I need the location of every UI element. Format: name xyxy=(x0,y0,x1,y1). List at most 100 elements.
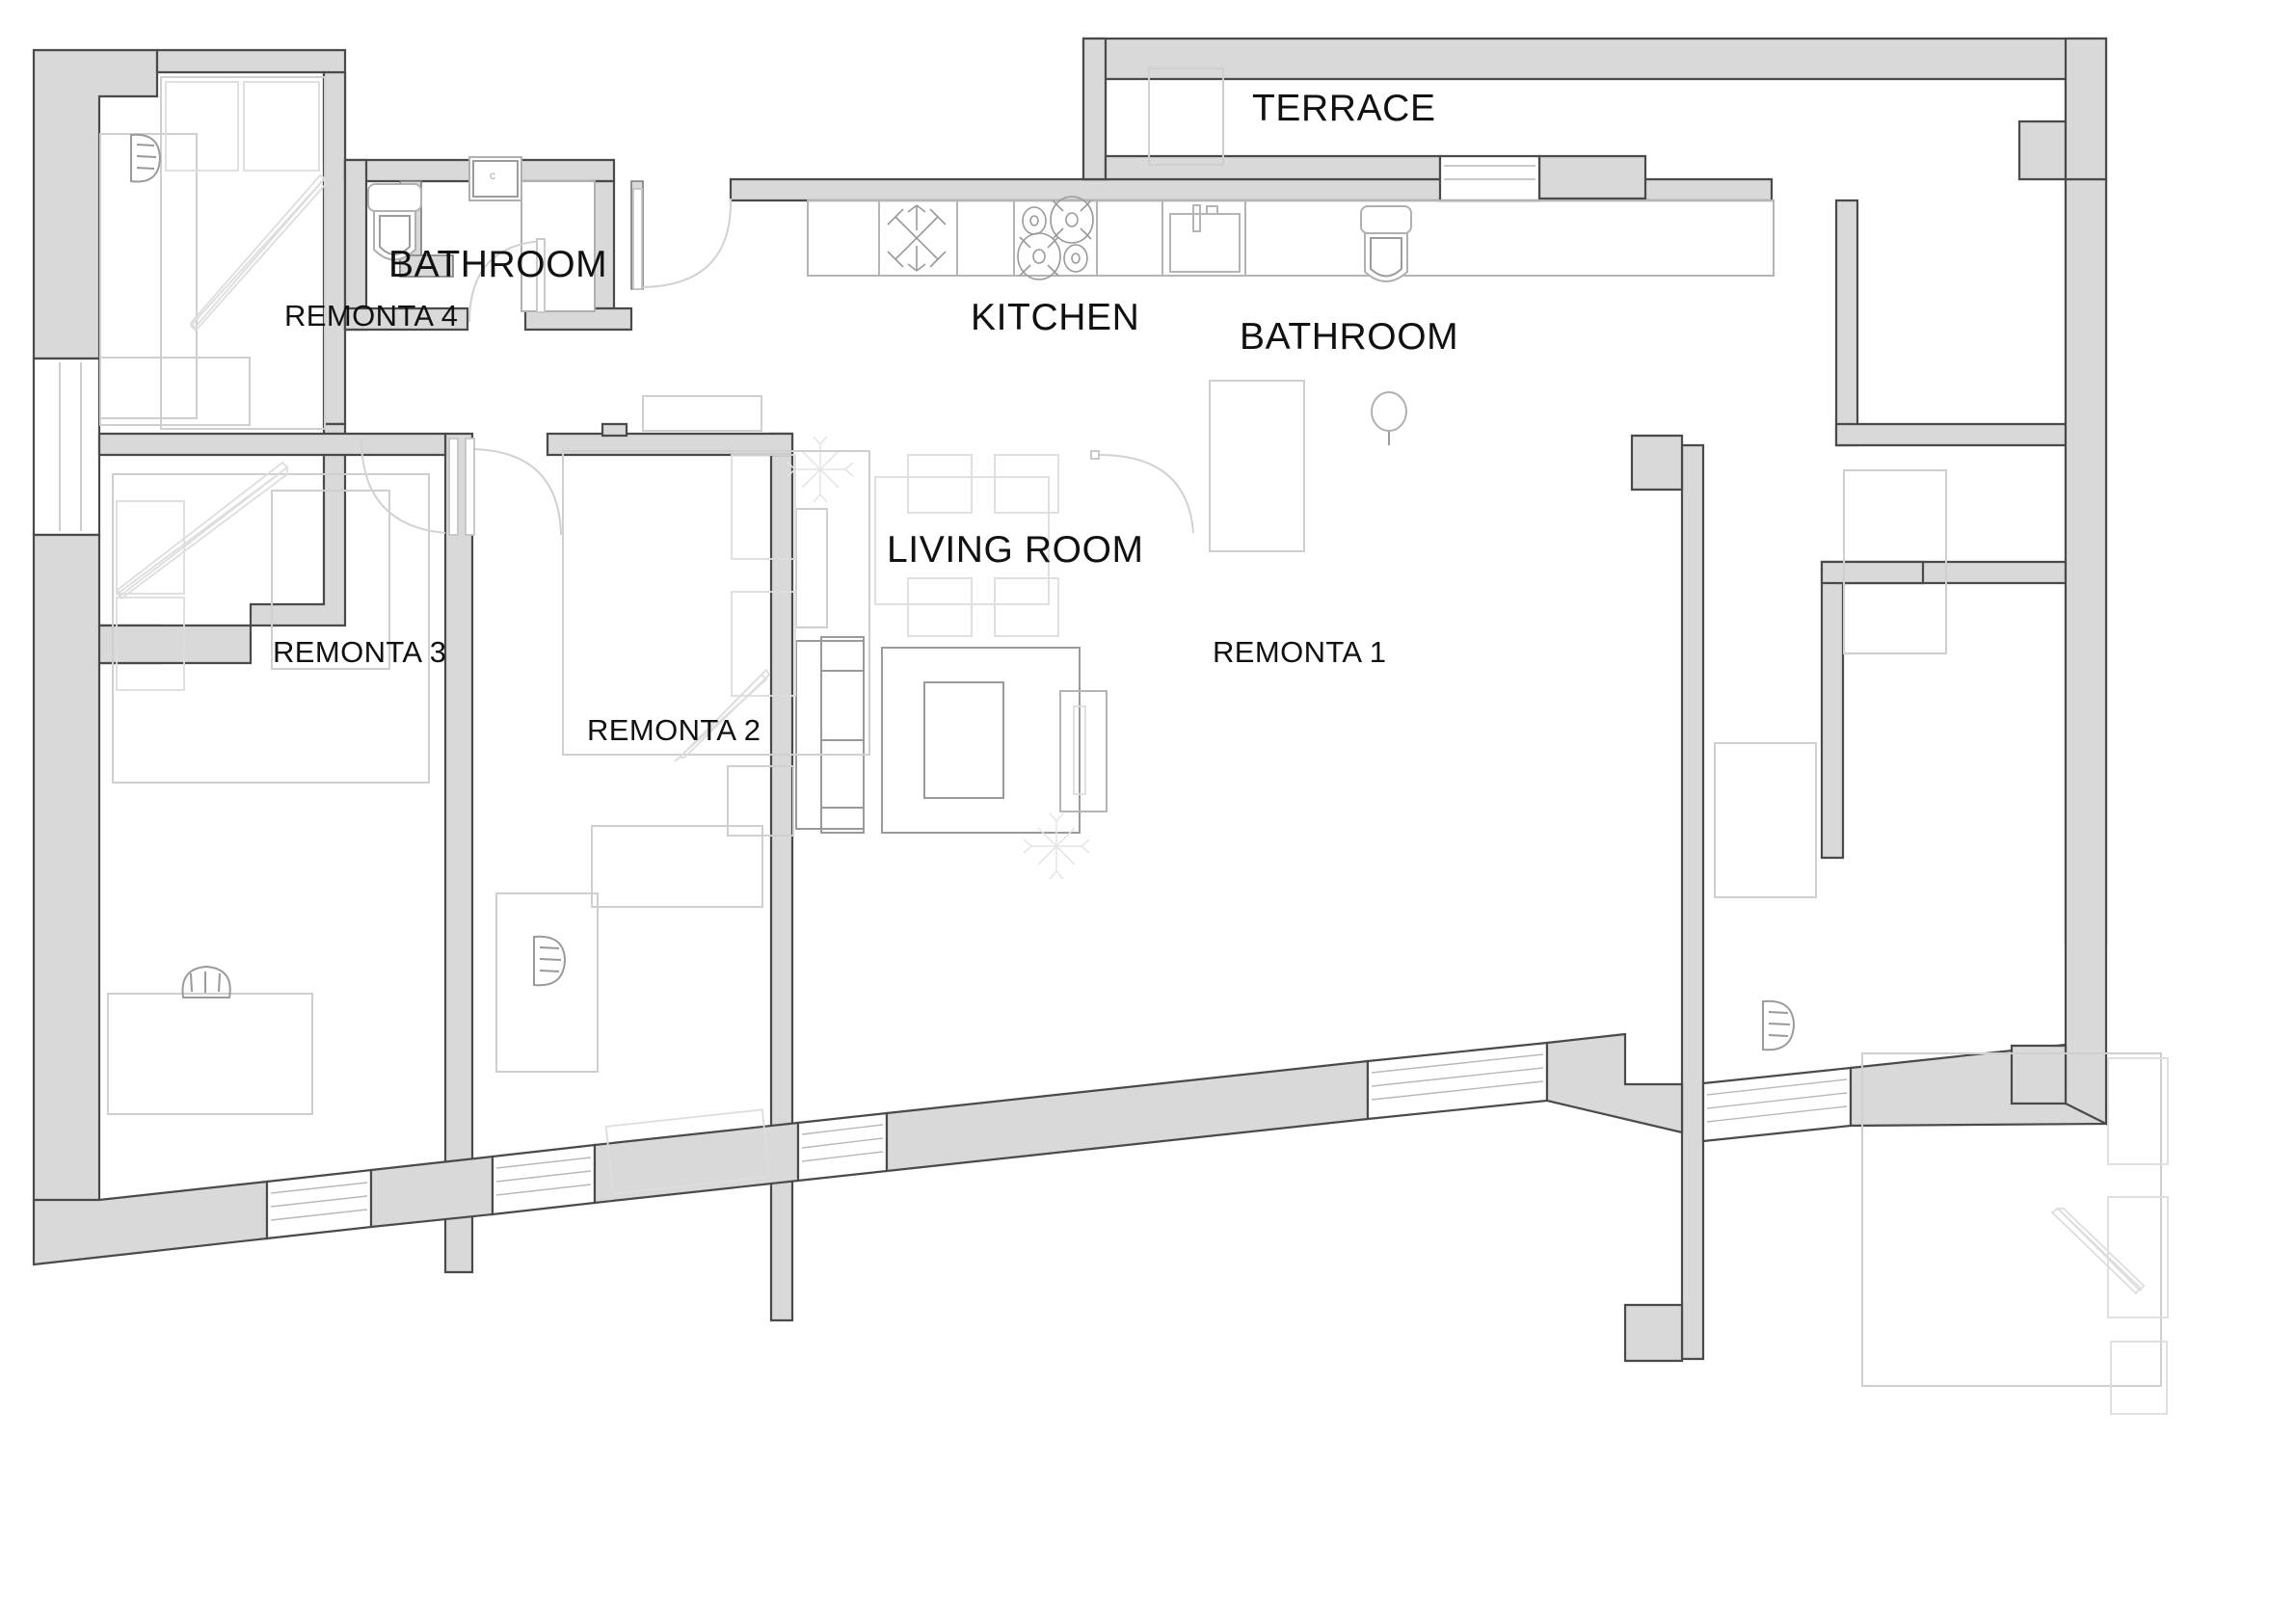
kitchen-counter xyxy=(807,200,1775,277)
door-leaf-bathroom-right xyxy=(1090,450,1100,460)
wardrobe-remonta4 xyxy=(99,133,198,419)
room-label-remonta-1: REMONTA 1 xyxy=(1213,635,1386,669)
plant-icon-bottom xyxy=(1023,812,1090,880)
dining-chair-4 xyxy=(994,577,1059,637)
exterior-wall-top-left xyxy=(32,48,159,360)
shelf-living-room xyxy=(795,508,828,628)
room-label-remonta-2: REMONTA 2 xyxy=(587,713,761,747)
bed-pillow-remonta2-b xyxy=(731,591,796,697)
exterior-wall-south-seg-4 xyxy=(885,1059,1370,1173)
window-south-5-line-a xyxy=(1706,1078,1848,1096)
furniture-living-room xyxy=(787,436,1108,880)
exterior-wall-south-seg-2 xyxy=(369,1155,494,1229)
bed-pillow-remonta3-a xyxy=(116,500,185,595)
interior-partition-bathroom-left-shower-b xyxy=(399,254,454,278)
interior-wall-bathroom-right-lower xyxy=(1820,560,2068,860)
wall-terrace-south-right xyxy=(1537,154,1647,200)
dining-chair-1 xyxy=(907,454,973,514)
sink-bathroom-left: c xyxy=(468,156,522,201)
window-left-upper xyxy=(32,357,101,537)
door-leaf-bathroom-left xyxy=(536,238,546,313)
window-south-1-line-b xyxy=(270,1195,368,1208)
window-south-2-line-a xyxy=(495,1157,592,1169)
window-south-4 xyxy=(1366,1041,1549,1121)
shower-bathroom-right xyxy=(1209,380,1305,552)
room-label-living-room: LIVING ROOM xyxy=(887,529,1144,571)
sofa-living-room xyxy=(795,636,865,834)
furniture-remonta-3 xyxy=(107,438,459,1115)
exterior-wall-terrace-notch xyxy=(2017,120,2068,181)
door-swing-entrance xyxy=(642,198,733,288)
interior-wall-bathroom-right-west xyxy=(1834,199,1859,447)
bed-pillow-remonta2-a xyxy=(731,454,796,560)
double-bed-remonta2 xyxy=(562,450,870,756)
toilet-bathroom-right xyxy=(1360,205,1412,282)
bed-duvet-edge-remonta4 xyxy=(189,175,326,333)
armchair-remonta1 xyxy=(1762,999,1796,1051)
furniture-remonta-2 xyxy=(465,395,870,1195)
shower-tray-bathroom-left xyxy=(521,180,596,312)
wardrobe-remonta1 xyxy=(1843,469,1947,654)
interior-wall-living-remonta1 xyxy=(1680,443,1705,1361)
door-leaf-remonta3 xyxy=(448,438,459,536)
wardrobe-remonta3 xyxy=(271,490,390,670)
armchair-remonta3 xyxy=(181,965,231,998)
window-south-5 xyxy=(1701,1066,1853,1143)
room-label-remonta-4: REMONTA 4 xyxy=(284,299,458,333)
interior-wall-remonta2-north-nub xyxy=(601,422,628,438)
double-bed-remonta3 xyxy=(112,473,430,784)
window-south-5-line-b xyxy=(1706,1092,1848,1109)
window-south-5-line-c xyxy=(1706,1105,1848,1123)
exterior-wall-east-upper xyxy=(2064,37,2108,181)
bench-remonta2 xyxy=(604,1108,771,1195)
armchair-remonta4 xyxy=(130,133,162,183)
bed-duvet-fold-remonta3 xyxy=(116,461,289,598)
window-south-1 xyxy=(265,1168,373,1240)
armchair-remonta2 xyxy=(533,935,567,987)
interior-wall-bathroom-right-mid xyxy=(1834,422,2068,447)
kitchen-sink-icon xyxy=(1169,204,1241,273)
door-swing-remonta2 xyxy=(473,448,562,536)
tv-unit-living-room xyxy=(1059,690,1108,812)
fixtures-bathroom-right xyxy=(1090,205,1412,552)
rug-living-room xyxy=(881,647,1081,834)
wardrobe-remonta2 xyxy=(727,765,794,837)
furniture-terrace xyxy=(1148,67,1224,166)
wall-layer xyxy=(32,37,2108,1363)
interior-wall-remonta2-remonta3 xyxy=(443,432,474,1274)
double-bed-remonta1 xyxy=(1861,1052,2162,1387)
wall-block-living-remonta1-bottom xyxy=(1623,1303,1684,1363)
desk-remonta2 xyxy=(495,892,599,1073)
furniture-remonta-4 xyxy=(99,76,327,430)
entrance-door xyxy=(632,188,733,290)
wall-block-living-remonta1-top xyxy=(1630,434,1684,492)
dining-chair-2 xyxy=(994,454,1059,514)
exterior-wall-east xyxy=(2064,177,2108,1126)
wall-terrace-south-left xyxy=(1104,154,1442,181)
exterior-wall-south-seg-5 xyxy=(1545,1032,1684,1134)
room-label-terrace: TERRACE xyxy=(1252,88,1436,129)
window-south-2-line-b xyxy=(495,1170,592,1183)
bed-duvet-edge-remonta1 xyxy=(2055,1208,2146,1292)
window-south-4-line-a xyxy=(1371,1053,1544,1074)
room-label-kitchen: KITCHEN xyxy=(971,297,1139,338)
window-south-4-line-c xyxy=(1371,1080,1544,1101)
dining-table xyxy=(874,476,1050,605)
bed-duvet-edge-remonta2 xyxy=(677,668,771,758)
svg-text:c: c xyxy=(490,169,495,182)
interior-wall-remonta4-east xyxy=(322,70,347,426)
door-leaf-remonta2 xyxy=(465,438,475,536)
terrace-sliding-door xyxy=(1438,154,1541,202)
bed-duvet-edge-remonta3 xyxy=(116,466,288,600)
round-sink-bathroom-right xyxy=(1371,391,1407,445)
bed-pillow-remonta1-a xyxy=(2107,1057,2169,1165)
exterior-wall-south-corner-notch xyxy=(2010,1044,2068,1105)
fridge-icon xyxy=(887,204,947,272)
hob-icon xyxy=(1017,196,1094,280)
interior-wall-living-remonta2 xyxy=(769,432,794,1322)
bed-pillow-remonta4-a xyxy=(165,81,239,172)
interior-wall-bathroom-left-south-b xyxy=(523,306,633,332)
window-south-1-line-c xyxy=(270,1209,368,1221)
